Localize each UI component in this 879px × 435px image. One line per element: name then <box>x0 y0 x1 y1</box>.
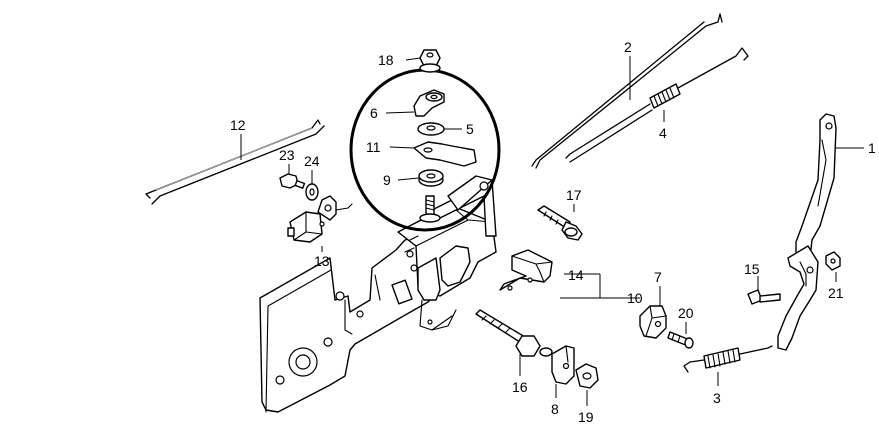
part-12-rod <box>145 119 325 205</box>
part-13-switch <box>287 195 353 243</box>
part-9-spacer <box>418 169 444 187</box>
part-4-spring <box>565 47 749 163</box>
callout-8: 8 <box>551 401 559 417</box>
callout-2: 2 <box>624 39 632 55</box>
part-23-screw <box>279 173 306 189</box>
control-block <box>397 175 497 331</box>
callout-3: 3 <box>713 390 721 406</box>
part-16-bolt <box>475 309 553 357</box>
part-24-washer <box>305 183 319 201</box>
callout-7: 7 <box>654 269 662 285</box>
callout-21: 21 <box>828 285 844 301</box>
callout-17: 17 <box>566 187 582 203</box>
part-3-spring <box>683 345 773 373</box>
callout-1: 1 <box>868 140 876 156</box>
part-7-block <box>639 305 667 339</box>
pivot-bolt <box>419 195 441 223</box>
part-15-bolt <box>747 289 781 305</box>
callout-4: 4 <box>659 125 667 141</box>
callout-16: 16 <box>512 379 528 395</box>
callout-24: 24 <box>304 153 320 169</box>
part-5-washer <box>417 122 445 136</box>
control-base-plate <box>259 235 435 413</box>
callout-labels: 1 2 3 4 5 6 7 8 9 10 11 12 13 14 15 16 1… <box>230 39 876 425</box>
callout-5: 5 <box>466 121 474 137</box>
part-2-rod <box>531 13 723 169</box>
callout-19: 19 <box>578 409 594 425</box>
part-8-clip <box>551 345 575 385</box>
callout-6: 6 <box>370 105 378 121</box>
callout-9: 9 <box>383 172 391 188</box>
leader-lines <box>240 56 864 406</box>
part-6-lever-arm <box>413 89 445 117</box>
callout-23: 23 <box>279 147 295 163</box>
callout-12: 12 <box>230 117 246 133</box>
callout-18: 18 <box>378 52 394 68</box>
callout-13: 13 <box>314 253 330 269</box>
callout-14: 14 <box>568 267 584 283</box>
callout-11: 11 <box>366 139 381 155</box>
part-18-nut <box>419 49 441 73</box>
part-21-nut <box>825 251 841 271</box>
callout-10: 10 <box>627 290 643 306</box>
part-1-lever <box>777 113 837 351</box>
part-20-bolt <box>667 331 694 349</box>
callout-20: 20 <box>678 305 694 321</box>
part-11-plate <box>413 141 477 167</box>
part-14-bracket <box>499 249 553 291</box>
part-17-bolt <box>537 205 583 241</box>
part-19-nut <box>575 363 599 389</box>
callout-15: 15 <box>744 261 760 277</box>
